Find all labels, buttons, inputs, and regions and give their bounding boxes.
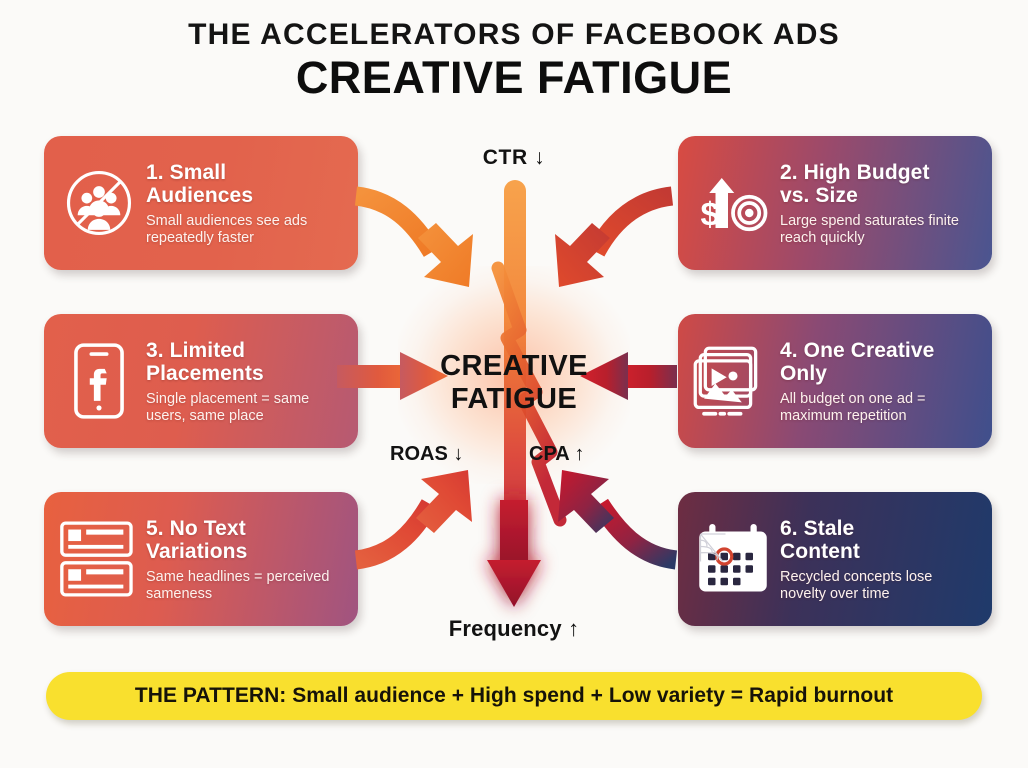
- card-title-line2: vs. Size: [780, 184, 858, 208]
- card-high-budget-vs-size[interactable]: $ 2. High Budget vs. Size Large spend sa…: [678, 136, 992, 270]
- card-text: 4. One Creative Only All budget on one a…: [780, 337, 980, 426]
- card-text: 6. Stale Content Recycled concepts lose …: [780, 515, 980, 604]
- arrow-card6-to-hub: [558, 470, 678, 570]
- card-description: All budget on one ad = maximum repetitio…: [780, 390, 926, 425]
- card-title-line1: 5. No Text: [146, 516, 246, 540]
- arrow-card1-to-hub: [354, 186, 473, 287]
- card-text: 3. Limited Placements Single placement =…: [146, 337, 346, 426]
- page-title: THE ACCELERATORS OF FACEBOOK ADS CREATIV…: [0, 18, 1028, 103]
- arrow-frequency-down: [487, 500, 541, 607]
- card-title-line2: Audiences: [146, 184, 254, 208]
- card-title-line1: 2. High Budget: [780, 160, 930, 184]
- phone-facebook-icon: [56, 335, 142, 427]
- card-title-line2: Only: [780, 362, 828, 386]
- arrow-card5-to-hub: [354, 470, 472, 570]
- center-title-line2: FATIGUE: [450, 383, 578, 416]
- metric-ctr: CTR ↓: [482, 146, 546, 169]
- card-title-line2: Variations: [146, 540, 248, 564]
- media-stack-play-icon: [690, 335, 776, 427]
- svg-text:$: $: [701, 196, 720, 234]
- center-title-line1: CREATIVE: [440, 350, 588, 382]
- card-one-creative-only[interactable]: 4. One Creative Only All budget on one a…: [678, 314, 992, 448]
- card-text: 1. Small Audiences Small audiences see a…: [146, 159, 346, 248]
- card-description: Single placement = same users, same plac…: [146, 390, 310, 425]
- card-title: 2. High Budget vs. Size: [780, 161, 980, 208]
- card-title-line1: 4. One Creative: [780, 338, 935, 362]
- title-eyebrow: THE ACCELERATORS OF FACEBOOK ADS: [188, 18, 840, 51]
- card-description: Same headlines = perceived sameness: [146, 568, 330, 603]
- text-blocks-icon: [56, 513, 142, 605]
- card-title: 3. Limited Placements: [146, 339, 346, 386]
- card-title-line1: 3. Limited: [146, 338, 246, 362]
- dollar-arrow-target-icon: $: [690, 157, 776, 249]
- card-description: Recycled concepts lose novelty over time: [780, 568, 933, 603]
- pattern-banner: THE PATTERN: Small audience + High spend…: [46, 672, 982, 720]
- card-title: 4. One Creative Only: [780, 339, 980, 386]
- card-description: Small audiences see ads repeatedly faste…: [146, 212, 308, 247]
- metric-frequency: Frequency ↑: [448, 616, 580, 641]
- card-title: 1. Small Audiences: [146, 161, 346, 208]
- card-small-audiences[interactable]: 1. Small Audiences Small audiences see a…: [44, 136, 358, 270]
- card-title: 5. No Text Variations: [146, 517, 346, 564]
- card-title-line1: 1. Small: [146, 160, 227, 184]
- card-text: 2. High Budget vs. Size Large spend satu…: [780, 159, 980, 248]
- no-audience-icon: [56, 157, 142, 249]
- title-main: CREATIVE FATIGUE: [295, 52, 733, 103]
- card-no-text-variations[interactable]: 5. No Text Variations Same headlines = p…: [44, 492, 358, 626]
- card-stale-content[interactable]: 6. Stale Content Recycled concepts lose …: [678, 492, 992, 626]
- card-title-line1: 6. Stale: [780, 516, 855, 540]
- card-limited-placements[interactable]: 3. Limited Placements Single placement =…: [44, 314, 358, 448]
- metric-cpa: CPA ↑: [529, 443, 585, 465]
- calendar-cobweb-icon: [690, 513, 776, 605]
- card-title-line2: Content: [780, 540, 861, 564]
- center-hub-title: CREATIVE FATIGUE: [364, 350, 664, 416]
- card-title-line2: Placements: [146, 362, 264, 386]
- card-description: Large spend saturates finite reach quick…: [780, 212, 959, 247]
- metric-roas: ROAS ↓: [390, 443, 464, 465]
- card-text: 5. No Text Variations Same headlines = p…: [146, 515, 346, 604]
- arrow-card2-to-hub: [555, 186, 674, 287]
- card-title: 6. Stale Content: [780, 517, 980, 564]
